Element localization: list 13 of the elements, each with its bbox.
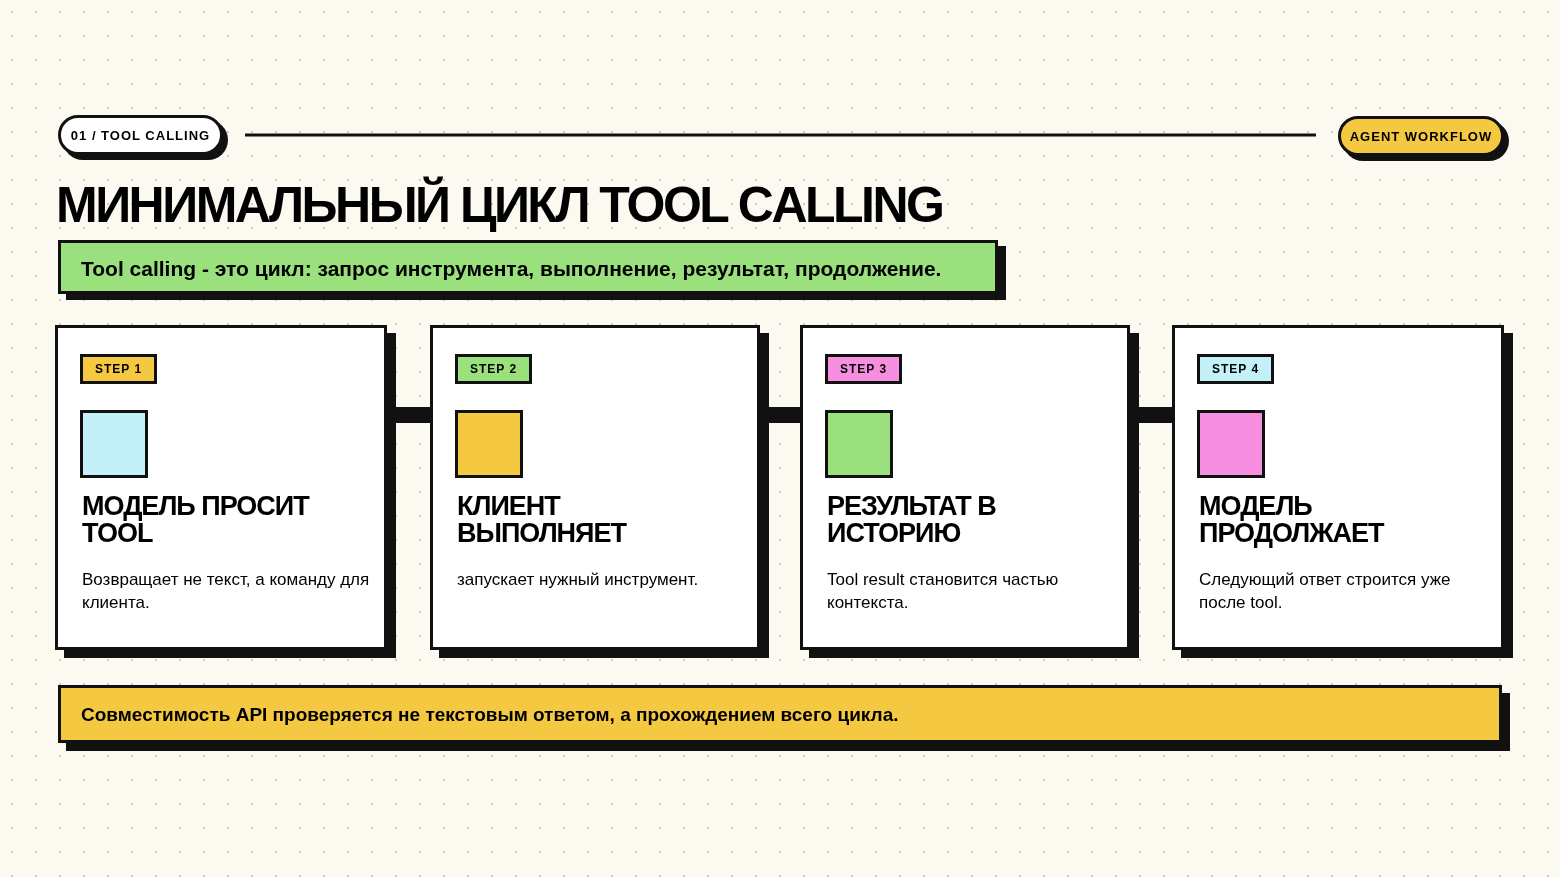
card-heading: РЕЗУЛЬТАТ В ИСТОРИЮ [827,493,997,547]
card-heading: КЛИЕНТ ВЫПОЛНЯЕТ [457,493,628,547]
step-badge: STEP 3 [825,354,903,384]
card-heading: МОДЕЛЬ ПРОДОЛЖАЕТ [1199,493,1386,547]
card-heading: МОДЕЛЬ ПРОСИТ TOOL [82,493,311,547]
card-text: Следующий ответ строится уже после tool. [1199,569,1452,614]
card-text: запускает нужный инструмент. [457,569,700,591]
card-text: Tool result становится частью контекста. [827,569,1060,614]
title: МИНИМАЛЬНЫЙ ЦИКЛ TOOL CALLING [56,176,943,234]
step-badge: STEP 2 [455,354,533,384]
card-text: Возвращает не текст, а команду для клиента. [82,569,371,614]
step-badge: STEP 4 [1197,354,1275,384]
step-badge: STEP 1 [80,354,158,384]
